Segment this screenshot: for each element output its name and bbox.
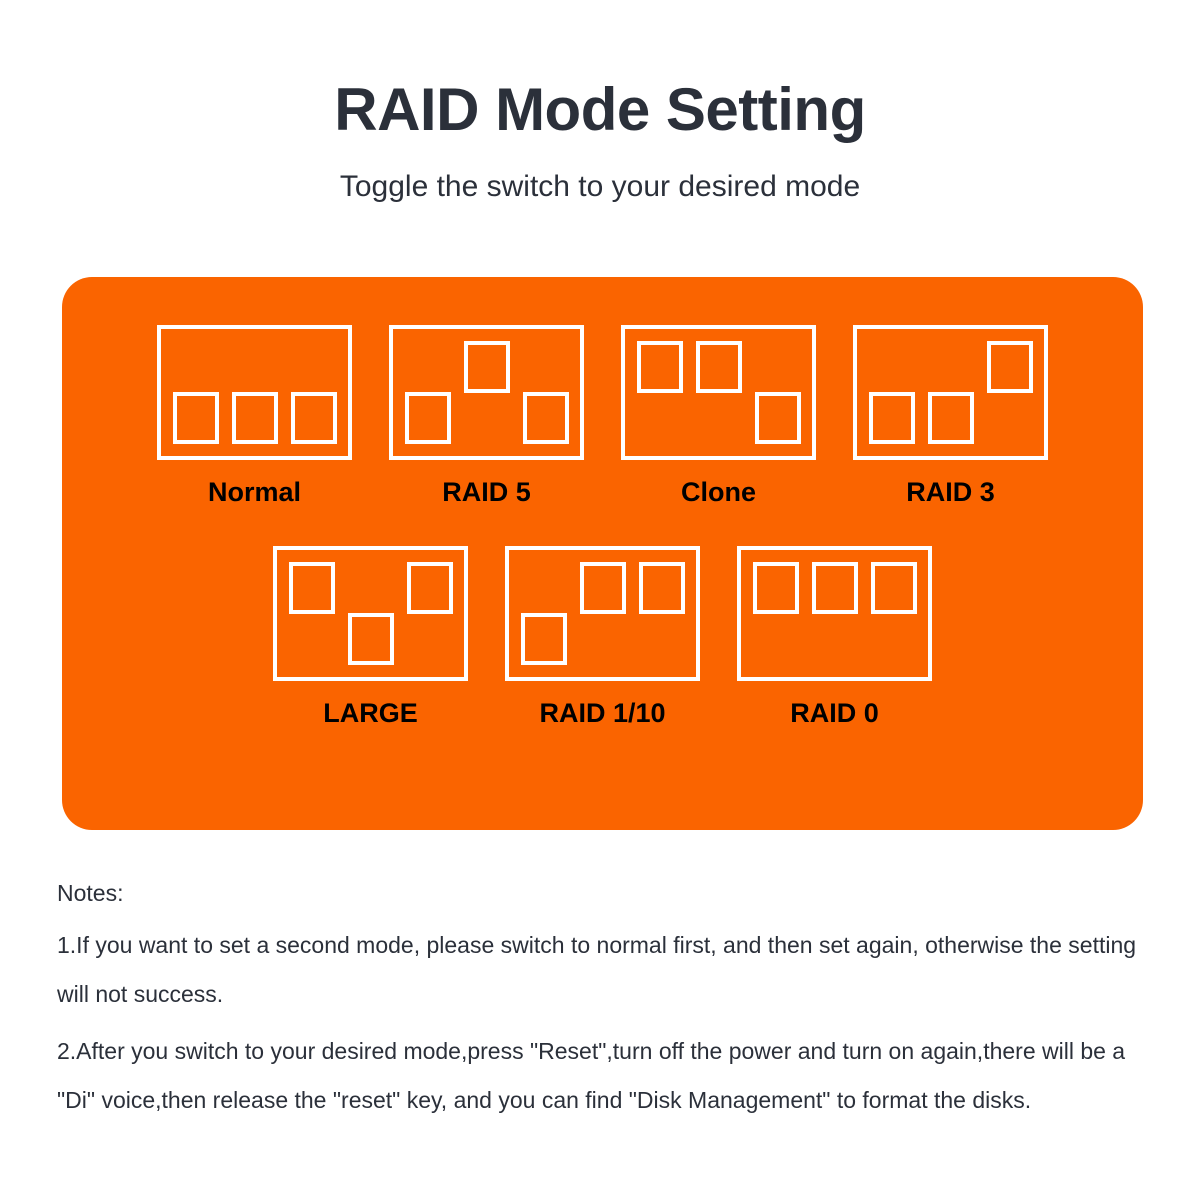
dip-switch-block xyxy=(737,545,932,681)
mode-option-clone[interactable]: Clone xyxy=(620,325,817,508)
mode-row-2: LARGE RAID 1/10 RAID 0 xyxy=(62,508,1143,729)
dip-switch-2-up[interactable] xyxy=(696,341,742,393)
note-item: 1.If you want to set a second mode, plea… xyxy=(57,932,1137,1007)
dip-switch-2-down[interactable] xyxy=(928,392,974,444)
dip-switch-3-up[interactable] xyxy=(987,341,1033,393)
mode-option-raid-0[interactable]: RAID 0 xyxy=(736,545,933,729)
mode-option-raid-3[interactable]: RAID 3 xyxy=(852,325,1049,508)
dip-switch-3-up[interactable] xyxy=(639,561,685,614)
dip-switch-3-up[interactable] xyxy=(871,561,917,614)
dip-switch-2-up[interactable] xyxy=(812,561,858,614)
dip-switch-1-up[interactable] xyxy=(637,341,683,393)
mode-label: Clone xyxy=(680,477,756,507)
dip-switch-block xyxy=(273,545,468,681)
dip-switch-3-down[interactable] xyxy=(755,392,801,444)
dip-switch-block xyxy=(505,545,700,681)
mode-label: RAID 1/10 xyxy=(539,697,666,728)
dip-switch-block xyxy=(157,325,352,460)
mode-label: RAID 3 xyxy=(906,477,995,507)
dip-switch-1-up[interactable] xyxy=(289,561,335,614)
page-subtitle: Toggle the switch to your desired mode xyxy=(339,170,861,203)
dip-switch-2-up[interactable] xyxy=(580,561,626,614)
dip-switch-3-down[interactable] xyxy=(291,392,337,444)
dip-switch-block xyxy=(621,325,816,460)
mode-option-raid-1-10[interactable]: RAID 1/10 xyxy=(504,545,701,729)
dip-switch-block xyxy=(389,325,584,460)
dip-switch-1-down[interactable] xyxy=(869,392,915,444)
notes-heading: Notes: xyxy=(57,880,124,906)
dip-switch-1-down[interactable] xyxy=(521,612,567,665)
mode-option-normal[interactable]: Normal xyxy=(156,325,353,508)
mode-option-raid-5[interactable]: RAID 5 xyxy=(388,325,585,508)
dip-switch-3-down[interactable] xyxy=(523,392,569,444)
notes-section: Notes: 1.If you want to set a second mod… xyxy=(57,882,1152,1125)
dip-switch-1-down[interactable] xyxy=(405,392,451,444)
dip-switch-1-up[interactable] xyxy=(753,561,799,614)
mode-panel: Normal RAID 5 Clone RAID 3 LARGE RAID 1/10 RA… xyxy=(62,277,1143,830)
dip-switch-2-up[interactable] xyxy=(464,341,510,393)
dip-switch-3-up[interactable] xyxy=(407,561,453,614)
dip-switch-2-down[interactable] xyxy=(232,392,278,444)
dip-switch-2-down[interactable] xyxy=(348,612,394,665)
mode-label: LARGE xyxy=(323,697,418,728)
mode-label: Normal xyxy=(207,477,302,507)
mode-label: RAID 0 xyxy=(790,697,879,728)
mode-row-1: Normal RAID 5 Clone RAID 3 xyxy=(62,277,1143,508)
mode-label: RAID 5 xyxy=(442,477,531,507)
dip-switch-1-down[interactable] xyxy=(173,392,219,444)
page-title: RAID Mode Setting xyxy=(334,76,866,143)
note-item: 2.After you switch to your desired mode,… xyxy=(57,1038,1126,1113)
dip-switch-block xyxy=(853,325,1048,460)
header: RAID Mode Setting Toggle the switch to y… xyxy=(0,0,1200,203)
mode-option-large[interactable]: LARGE xyxy=(272,545,469,729)
